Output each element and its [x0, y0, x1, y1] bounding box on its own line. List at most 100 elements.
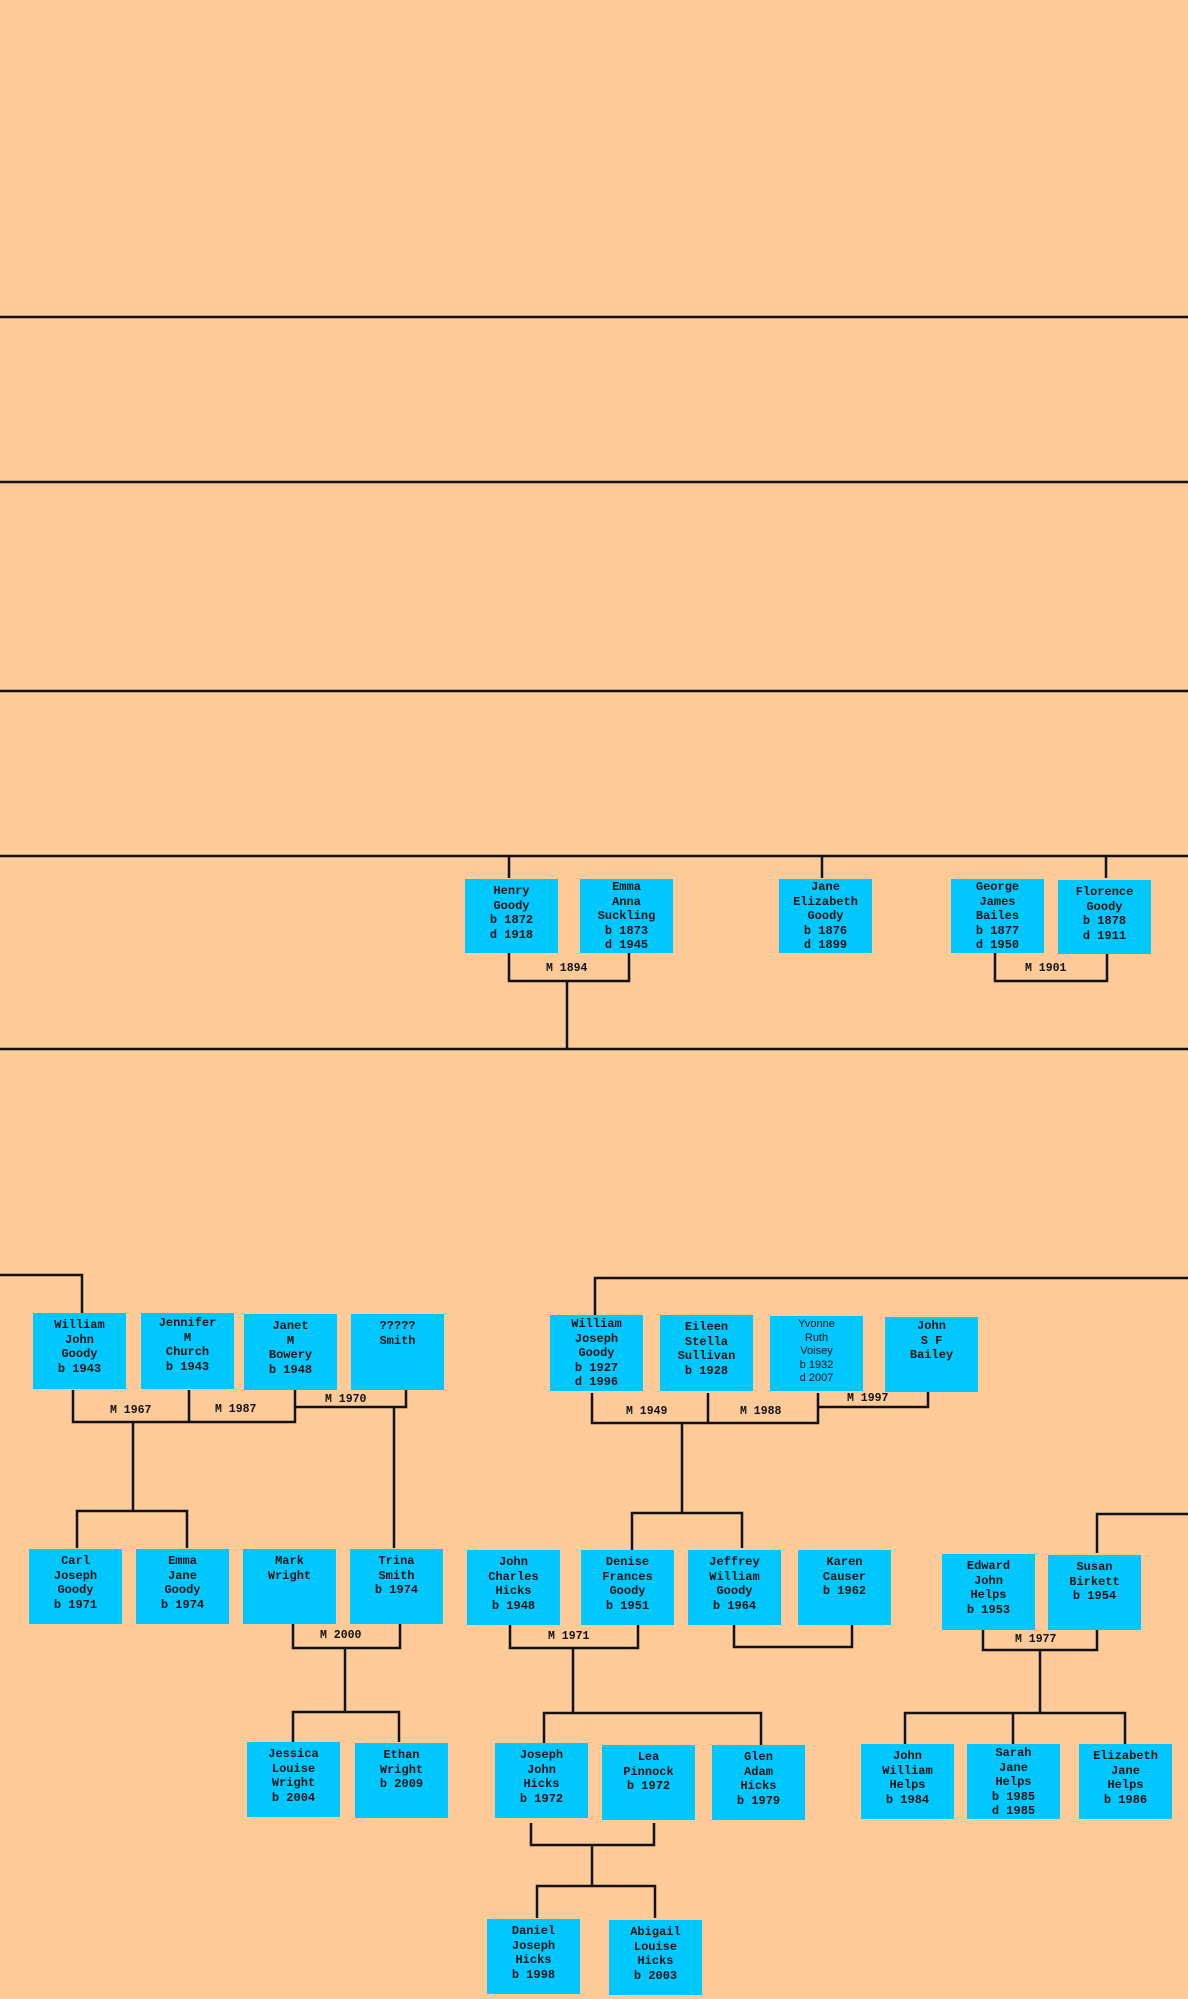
- person-name-line: Sullivan: [677, 1349, 736, 1363]
- sibling-line: [903, 1711, 1127, 1745]
- person-name-line: Pinnock: [623, 1764, 674, 1779]
- person-sarah-jane-helps[interactable]: Sarah Jane Helps b 1985 d 1985: [967, 1744, 1060, 1819]
- person-name-line: William: [882, 1763, 933, 1778]
- person-name-line: Mark: [275, 1554, 304, 1568]
- person-lea-pinnock[interactable]: Lea Pinnock b 1972: [602, 1745, 695, 1820]
- person-name-line: Charles: [488, 1569, 539, 1584]
- sibling-line: [630, 1511, 744, 1550]
- person-elizabeth-jane-helps[interactable]: Elizabeth Jane Helps b 1986: [1079, 1744, 1172, 1819]
- person-william-joseph-goody[interactable]: William Joseph Goody b 1927 d 1996: [550, 1315, 643, 1391]
- person-name-line: Helps: [889, 1778, 926, 1792]
- marriage-label: M 2000: [320, 1629, 362, 1642]
- person-name-line: Lea: [637, 1750, 660, 1764]
- person-janet-m-bowery[interactable]: Janet M Bowery b 1948: [244, 1314, 337, 1390]
- person-mark-wright[interactable]: Mark Wright: [243, 1549, 336, 1624]
- person-birth: b 1948: [491, 1598, 536, 1613]
- parent-link: [0, 1273, 84, 1313]
- person-john-william-helps[interactable]: John William Helps b 1984: [861, 1744, 954, 1819]
- sibling-line: [291, 1710, 401, 1742]
- marriage-label: M 1894: [546, 962, 588, 975]
- person-name-line: Janet: [272, 1319, 309, 1333]
- person-death: d 1945: [604, 938, 649, 952]
- person-name-line: Hicks: [740, 1779, 777, 1793]
- marriage-label: M 1987: [215, 1403, 257, 1416]
- person-name-line: Wright: [379, 1762, 424, 1777]
- person-birth: b 1943: [165, 1359, 210, 1374]
- person-birth: b 2009: [379, 1777, 424, 1791]
- person-florence-goody[interactable]: Florence Goody b 1878 d 1911: [1058, 880, 1151, 954]
- person-death: d 2007: [799, 1372, 834, 1384]
- person-daniel-joseph-hicks[interactable]: Daniel Joseph Hicks b 1998: [487, 1919, 580, 1994]
- person-name-line: Bailey: [909, 1348, 954, 1362]
- person-name-line: John: [974, 1573, 1003, 1588]
- marriage-label: M 1970: [325, 1393, 367, 1406]
- person-birth: b 1962: [822, 1584, 867, 1598]
- person-jessica-louise-wright[interactable]: Jessica Louise Wright b 2004: [247, 1742, 340, 1817]
- marriage-label: M 1988: [740, 1405, 782, 1418]
- person-unknown-smith[interactable]: ????? Smith: [351, 1314, 444, 1390]
- person-ethan-wright[interactable]: Ethan Wright b 2009: [355, 1743, 448, 1818]
- person-name-line: Hicks: [523, 1777, 560, 1791]
- person-joseph-john-hicks[interactable]: Joseph John Hicks b 1972: [495, 1743, 588, 1818]
- person-name-line: Florence: [1075, 885, 1134, 899]
- person-eileen-stella-sullivan[interactable]: Eileen Stella Sullivan b 1928: [660, 1315, 753, 1391]
- person-john-s-f-bailey[interactable]: John S F Bailey: [885, 1317, 978, 1392]
- marriage-bracket: [818, 1392, 930, 1409]
- person-birth: b 1943: [57, 1361, 102, 1376]
- person-name-line: Emma: [168, 1554, 197, 1568]
- person-name-line: Hicks: [515, 1953, 552, 1967]
- person-name-line: Bailes: [975, 909, 1020, 923]
- person-jennifer-m-church[interactable]: Jennifer M Church b 1943: [141, 1313, 234, 1389]
- person-trina-smith[interactable]: Trina Smith b 1974: [350, 1549, 443, 1624]
- person-carl-joseph-goody[interactable]: Carl Joseph Goody b 1971: [29, 1549, 122, 1624]
- person-birth: b 1948: [268, 1362, 313, 1377]
- person-karen-causer[interactable]: Karen Causer b 1962: [798, 1550, 891, 1625]
- person-name-line: Goody: [578, 1346, 615, 1360]
- person-name-line: Hicks: [637, 1954, 674, 1968]
- person-name-line: Goody: [716, 1584, 753, 1598]
- person-name-line: Jane: [999, 1760, 1028, 1775]
- person-birth: b 1985: [991, 1789, 1036, 1804]
- person-name-line: John: [65, 1332, 94, 1347]
- person-yvonne-ruth-voisey[interactable]: Yvonne Ruth Voisey b 1932 d 2007: [770, 1316, 863, 1391]
- person-name-line: Glen: [744, 1750, 773, 1764]
- sibling-line: [75, 1509, 189, 1548]
- person-jeffrey-william-goody[interactable]: Jeffrey William Goody b 1964: [688, 1550, 781, 1625]
- person-name-line: Adam: [744, 1764, 773, 1779]
- person-emma-anna-suckling[interactable]: Emma Anna Suckling b 1873 d 1945: [580, 879, 673, 953]
- person-glen-adam-hicks[interactable]: Glen Adam Hicks b 1979: [712, 1745, 805, 1820]
- person-name-line: William: [571, 1317, 622, 1331]
- person-name-line: Voisey: [800, 1345, 833, 1357]
- person-name-line: Elizabeth: [793, 894, 858, 909]
- person-name-line: Joseph: [574, 1331, 619, 1346]
- person-name-line: Edward: [966, 1559, 1011, 1573]
- person-george-james-bailes[interactable]: George James Bailes b 1877 d 1950: [951, 879, 1044, 953]
- person-name-line: S F: [920, 1333, 943, 1348]
- person-emma-jane-goody[interactable]: Emma Jane Goody b 1974: [136, 1549, 229, 1624]
- person-jane-elizabeth-goody[interactable]: Jane Elizabeth Goody b 1876 d 1899: [779, 879, 872, 953]
- person-birth: b 1927: [574, 1360, 619, 1375]
- person-edward-john-helps[interactable]: Edward John Helps b 1953: [942, 1554, 1035, 1630]
- person-william-john-goody[interactable]: William John Goody b 1943: [33, 1313, 126, 1389]
- person-name-line: Jeffrey: [709, 1555, 760, 1569]
- person-name-line: William: [709, 1569, 760, 1584]
- person-susan-birkett[interactable]: Susan Birkett b 1954: [1048, 1555, 1141, 1630]
- person-abigail-louise-hicks[interactable]: Abigail Louise Hicks b 2003: [609, 1920, 702, 1995]
- person-death: d 1911: [1082, 928, 1127, 943]
- person-name-line: Ruth: [804, 1331, 829, 1344]
- person-name-line: M: [183, 1330, 192, 1345]
- person-name-line: Emma: [612, 880, 641, 894]
- person-henry-goody[interactable]: Henry Goody b 1872 d 1918: [465, 879, 558, 953]
- person-name-line: Smith: [379, 1333, 416, 1348]
- person-john-charles-hicks[interactable]: John Charles Hicks b 1948: [467, 1550, 560, 1625]
- person-birth: b 1971: [53, 1597, 98, 1612]
- person-name-line: Stella: [684, 1334, 729, 1349]
- person-denise-frances-goody[interactable]: Denise Frances Goody b 1951: [581, 1550, 674, 1625]
- person-name-line: Susan: [1076, 1560, 1113, 1574]
- marriage-bracket: [291, 1624, 402, 1650]
- person-name-line: Birkett: [1069, 1574, 1120, 1589]
- person-name-line: Helps: [1107, 1778, 1144, 1792]
- person-birth: b 1964: [712, 1598, 757, 1613]
- person-name-line: Abigail: [630, 1925, 681, 1939]
- person-name-line: Joseph: [519, 1748, 564, 1762]
